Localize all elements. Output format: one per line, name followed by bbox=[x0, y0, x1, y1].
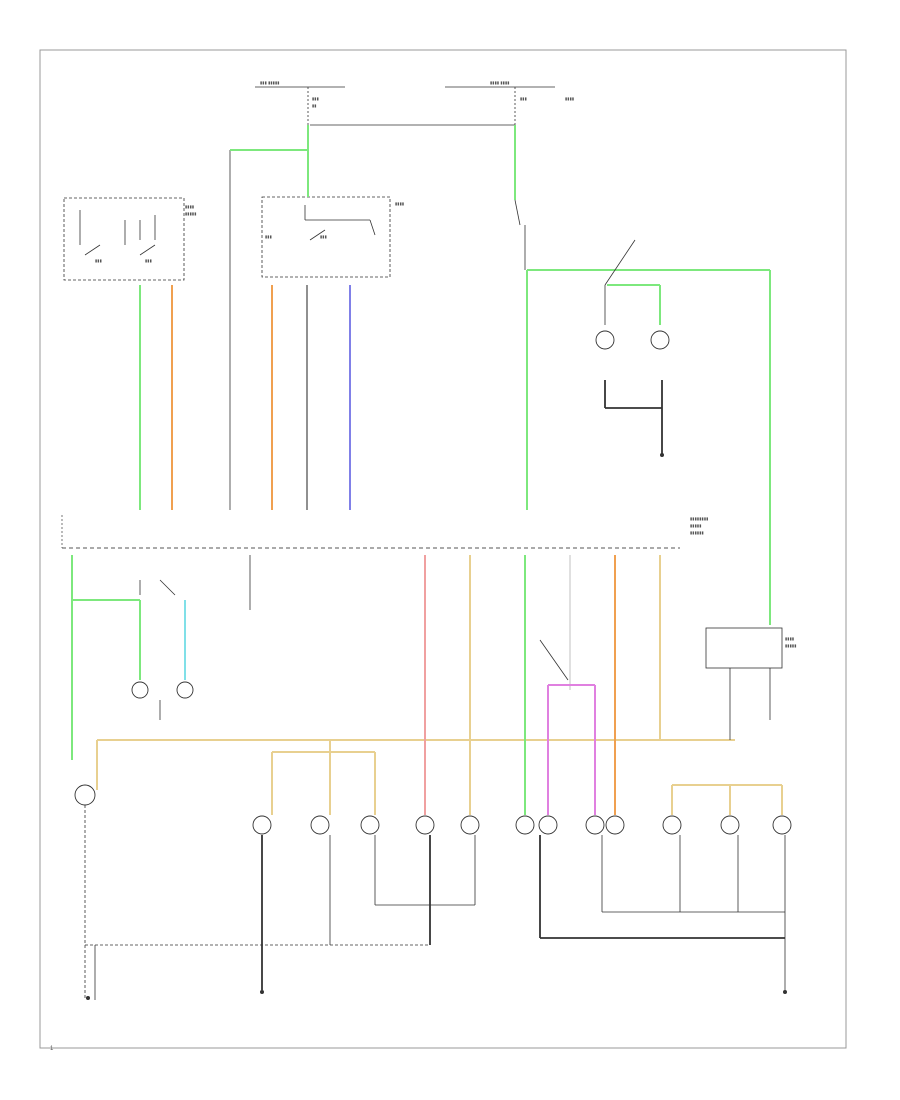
svg-text:▮▮▮: ▮▮▮ bbox=[312, 96, 319, 101]
svg-text:▮▮▮▮ ▮▮▮▮: ▮▮▮▮ ▮▮▮▮ bbox=[490, 80, 510, 85]
svg-text:▮▮▮▮▮: ▮▮▮▮▮ bbox=[185, 211, 197, 216]
svg-text:▮▮▮: ▮▮▮ bbox=[95, 258, 102, 263]
bulb-icon bbox=[415, 815, 435, 835]
svg-text:▮▮▮▮▮: ▮▮▮▮▮ bbox=[690, 523, 702, 528]
bulb-icon bbox=[515, 815, 535, 835]
svg-text:▮▮▮ ▮▮▮▮▮: ▮▮▮ ▮▮▮▮▮ bbox=[260, 80, 280, 85]
upper-bulbs bbox=[595, 330, 670, 457]
bulb-icon bbox=[650, 330, 670, 350]
ground-icon bbox=[660, 453, 664, 457]
svg-text:▮▮: ▮▮ bbox=[312, 103, 317, 108]
main-connector: ▮▮▮▮▮▮▮▮ ▮▮▮▮▮ ▮▮▮▮▮▮ bbox=[61, 515, 708, 549]
lower-left-circuit bbox=[71, 555, 430, 1000]
bulb-icon bbox=[595, 330, 615, 350]
bulb-icon bbox=[605, 815, 625, 835]
ground-icon bbox=[86, 996, 90, 1000]
svg-text:▮▮▮▮: ▮▮▮▮ bbox=[565, 96, 574, 101]
svg-text:▮▮▮: ▮▮▮ bbox=[320, 234, 327, 239]
svg-text:▮▮▮▮: ▮▮▮▮ bbox=[395, 201, 404, 206]
bulb-icon bbox=[460, 815, 480, 835]
bulb-icon bbox=[176, 681, 194, 699]
bulb-icon bbox=[360, 815, 380, 835]
bulb-icon bbox=[131, 681, 149, 699]
instrument-light-bus bbox=[96, 739, 783, 815]
bulb-icon bbox=[662, 815, 682, 835]
dimmer-switch: ▮▮▮ ▮▮▮ ▮▮▮▮ bbox=[261, 196, 404, 278]
diagram-border bbox=[39, 49, 847, 1049]
lower-bulbs bbox=[252, 815, 792, 835]
svg-text:▮▮▮▮▮▮▮▮: ▮▮▮▮▮▮▮▮ bbox=[690, 516, 708, 521]
bulb-icon bbox=[310, 815, 330, 835]
svg-text:▮▮▮▮▮▮: ▮▮▮▮▮▮ bbox=[690, 530, 704, 535]
bulb-icon bbox=[252, 815, 272, 835]
svg-text:▮▮▮: ▮▮▮ bbox=[145, 258, 152, 263]
svg-text:▮▮▮▮: ▮▮▮▮ bbox=[785, 636, 794, 641]
right-module: ▮▮▮▮ ▮▮▮▮▮ bbox=[705, 627, 797, 740]
svg-text:▮▮▮▮: ▮▮▮▮ bbox=[185, 204, 194, 209]
ground-returns bbox=[260, 835, 787, 994]
svg-text:▮▮▮: ▮▮▮ bbox=[265, 234, 272, 239]
fuse-panel: ▮▮▮ ▮▮▮▮▮ ▮▮▮▮ ▮▮▮▮ ▮▮▮ ▮▮ ▮▮▮ ▮▮▮▮ bbox=[255, 80, 574, 126]
headlamp-switch: ▮▮▮ ▮▮▮ ▮▮▮▮ ▮▮▮▮▮ bbox=[63, 197, 197, 281]
bulb-icon bbox=[720, 815, 740, 835]
lower-wires bbox=[424, 555, 661, 815]
bulb-icon bbox=[74, 784, 96, 806]
ground-icon bbox=[783, 990, 787, 994]
page-number: 1 bbox=[50, 1046, 54, 1052]
bulb-icon bbox=[585, 815, 605, 835]
bulb-icon bbox=[538, 815, 558, 835]
svg-text:▮▮▮: ▮▮▮ bbox=[520, 96, 527, 101]
bulb-icon bbox=[772, 815, 792, 835]
upper-wires bbox=[139, 125, 771, 625]
svg-text:▮▮▮▮▮: ▮▮▮▮▮ bbox=[785, 643, 797, 648]
ground-icon bbox=[260, 990, 264, 994]
